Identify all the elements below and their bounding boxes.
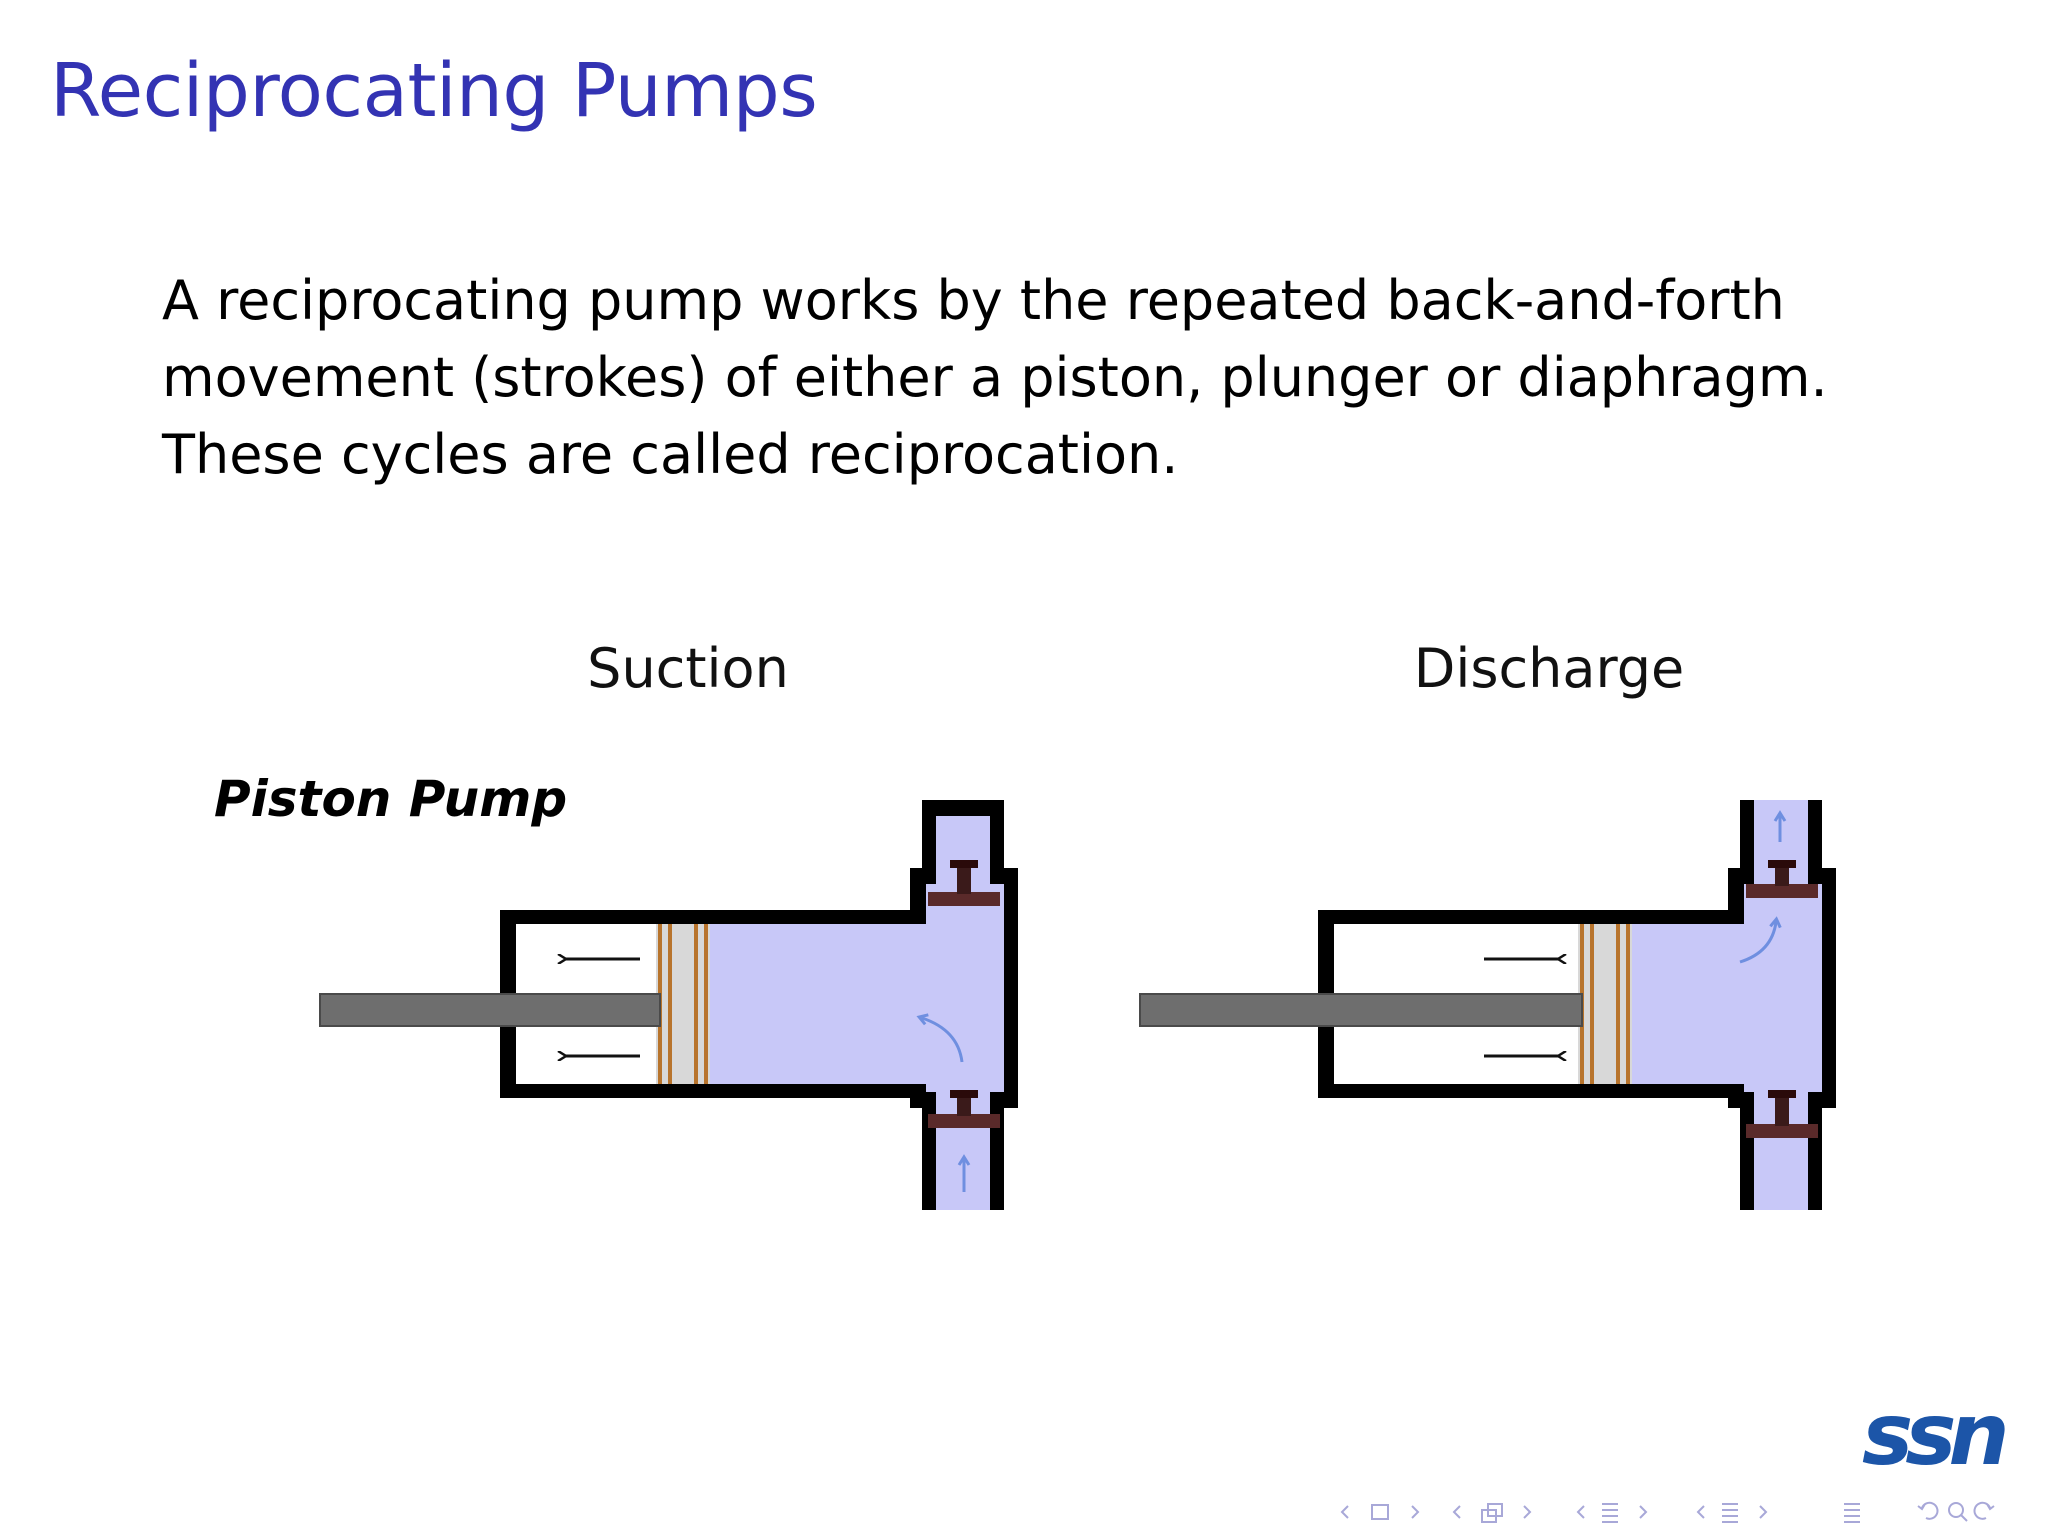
suction-top-valve-spring bbox=[957, 864, 971, 894]
suction-fluid bbox=[700, 816, 1004, 1210]
discharge-label: Discharge bbox=[1414, 637, 1684, 700]
nav-subsection-icon-back bbox=[1487, 1503, 1503, 1517]
nav-icons bbox=[1340, 1501, 1995, 1523]
discharge-fluid bbox=[1632, 800, 1822, 1210]
discharge-piston-ring bbox=[1616, 924, 1620, 1084]
slide-title: Reciprocating Pumps bbox=[50, 48, 818, 134]
discharge-piston bbox=[1578, 924, 1632, 1084]
nav-next-subsection-icon[interactable] bbox=[1523, 1505, 1532, 1519]
suction-label: Suction bbox=[587, 637, 789, 700]
ssn-logo-text: ssn bbox=[1862, 1396, 2005, 1476]
nav-document-icon[interactable] bbox=[1722, 1503, 1738, 1523]
suction-bottom-valve bbox=[928, 1114, 1000, 1128]
nav-prev-document-icon[interactable] bbox=[1696, 1505, 1705, 1519]
nav-back-icon[interactable] bbox=[1917, 1501, 1939, 1520]
beamer-navigation-bar bbox=[1330, 1494, 2040, 1530]
discharge-flow-arrow bbox=[1739, 916, 1782, 964]
nav-search-handle bbox=[1960, 1514, 1968, 1522]
nav-section-icon[interactable] bbox=[1602, 1503, 1618, 1523]
discharge-top-valve-cap bbox=[1768, 860, 1796, 868]
suction-bottom-valve-cap bbox=[950, 1090, 978, 1098]
nav-frame-icon[interactable] bbox=[1371, 1504, 1389, 1520]
suction-flow-arrow bbox=[916, 1013, 964, 1063]
ssn-logo: ssn bbox=[1862, 1396, 2013, 1476]
nav-search-icon[interactable] bbox=[1948, 1502, 1964, 1518]
discharge-bottom-valve-cap bbox=[1768, 1090, 1796, 1098]
nav-forward-icon[interactable] bbox=[1973, 1501, 1995, 1520]
suction-piston-rod bbox=[319, 993, 661, 1027]
discharge-piston-ring bbox=[1626, 924, 1630, 1084]
discharge-piston-rod bbox=[1139, 993, 1583, 1027]
nav-prev-section-icon[interactable] bbox=[1576, 1505, 1585, 1519]
discharge-bottom-valve-spring bbox=[1775, 1096, 1789, 1126]
nav-next-section-icon[interactable] bbox=[1639, 1505, 1648, 1519]
discharge-top-valve bbox=[1746, 884, 1818, 898]
nav-next-frame-icon[interactable] bbox=[1411, 1505, 1420, 1519]
nav-prev-frame-icon[interactable] bbox=[1340, 1505, 1349, 1519]
suction-piston-ring bbox=[694, 924, 698, 1084]
discharge-piston-ring bbox=[1590, 924, 1594, 1084]
suction-bottom-valve-spring bbox=[957, 1096, 971, 1116]
discharge-top-valve-spring bbox=[1775, 866, 1789, 886]
discharge-pump bbox=[1139, 800, 1836, 1210]
discharge-bottom-valve bbox=[1746, 1124, 1818, 1138]
suction-top-valve bbox=[928, 892, 1000, 906]
slide-body-text: A reciprocating pump works by the repeat… bbox=[162, 269, 1828, 486]
suction-piston-ring bbox=[704, 924, 708, 1084]
piston-pump-label: Piston Pump bbox=[214, 770, 567, 828]
suction-piston bbox=[656, 924, 710, 1084]
nav-prev-subsection-icon[interactable] bbox=[1452, 1505, 1461, 1519]
suction-top-valve-cap bbox=[950, 860, 978, 868]
suction-piston-ring bbox=[668, 924, 672, 1084]
nav-next-document-icon[interactable] bbox=[1759, 1505, 1768, 1519]
suction-pump bbox=[319, 800, 1018, 1210]
nav-outline-icon[interactable] bbox=[1844, 1503, 1860, 1523]
